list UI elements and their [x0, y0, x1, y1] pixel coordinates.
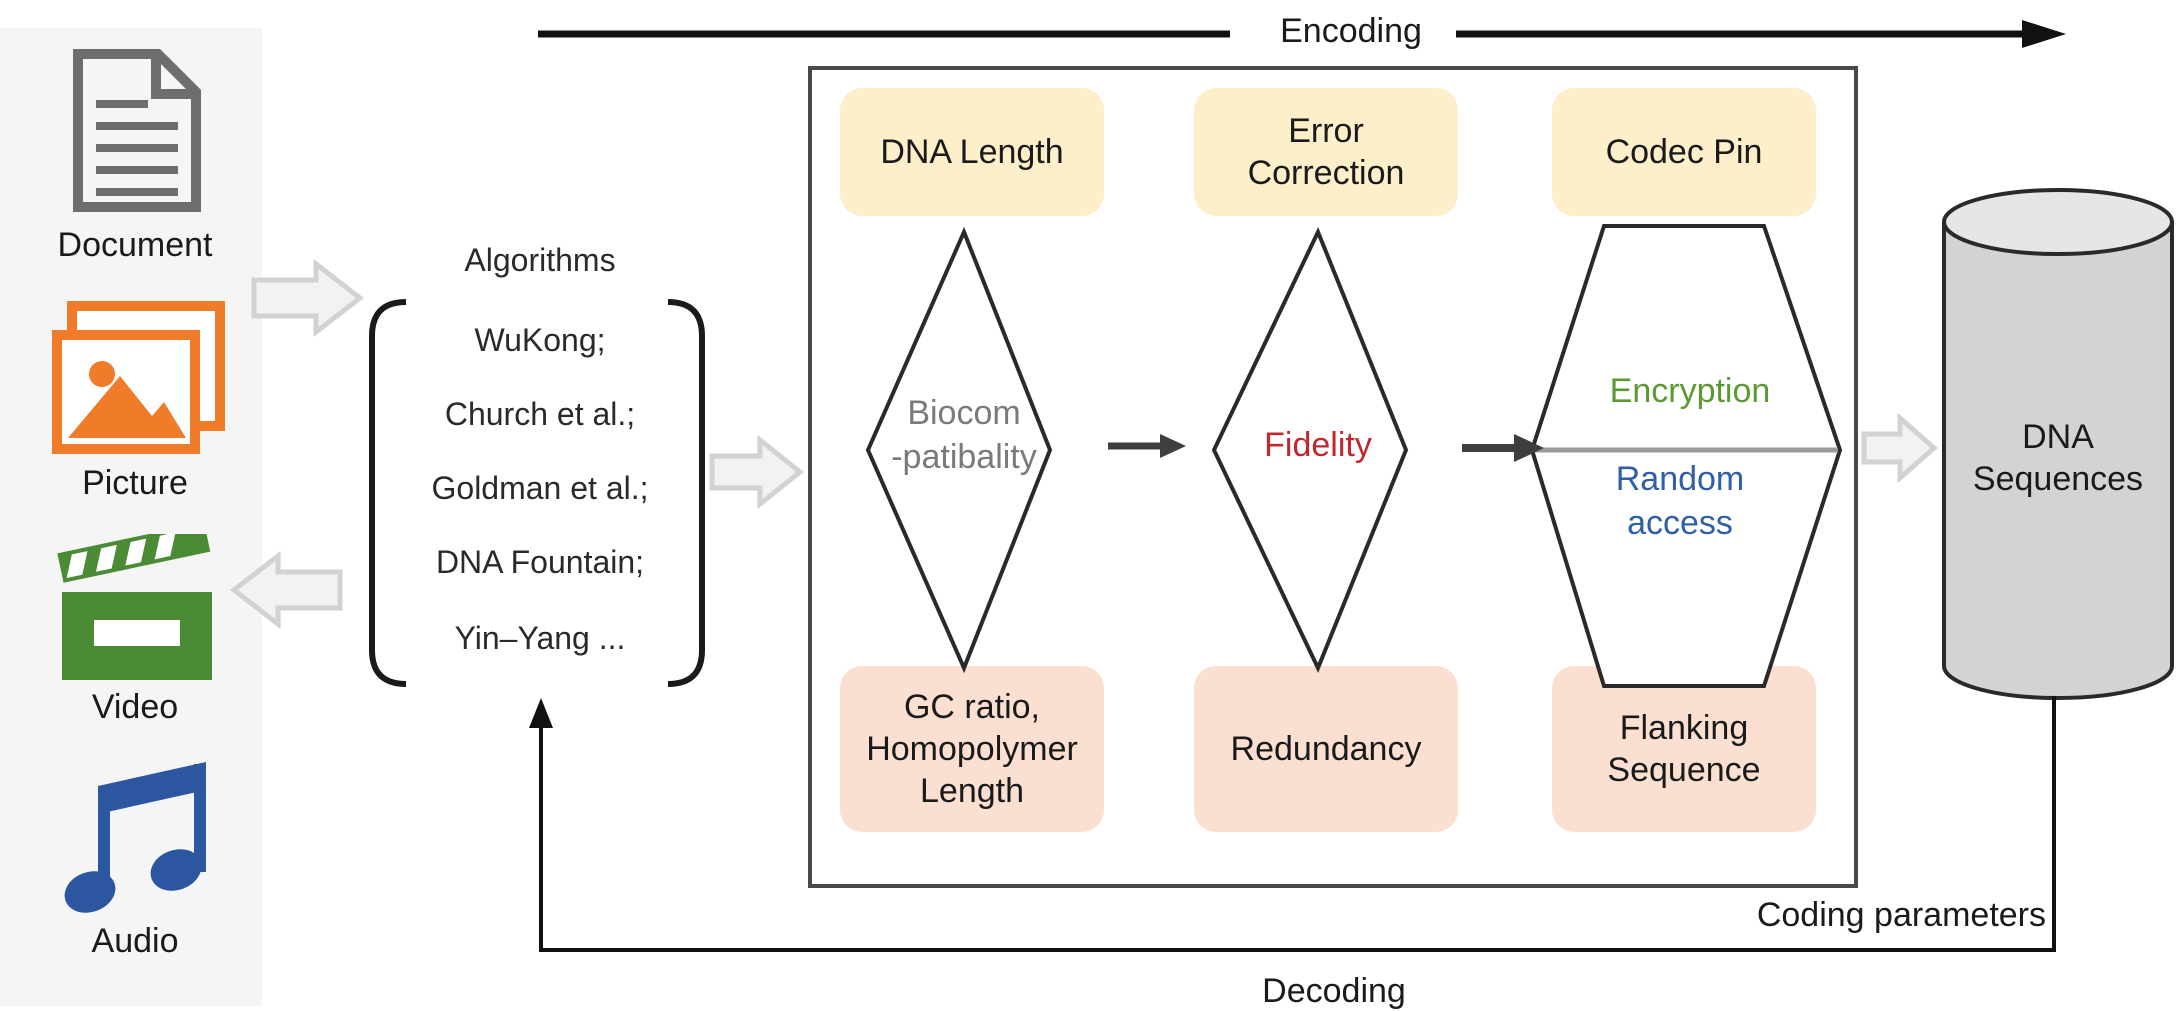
- hexagon-encryption-label: Encryption: [1609, 372, 1771, 410]
- hollow-arrow-right-icon: [709, 434, 805, 510]
- param-gc-homopolymer: GC ratio, Homopolymer Length: [840, 666, 1104, 832]
- hexagon-codec: [1529, 224, 1843, 688]
- algorithm-item: Goldman et al.;: [431, 470, 649, 506]
- algorithm-item: Church et al.;: [444, 396, 636, 432]
- music-note-icon: [64, 762, 206, 913]
- dna-sequences-cylinder: [1942, 188, 2174, 700]
- output-label-line1: DNA: [2022, 418, 2094, 456]
- encoding-arrow: [538, 20, 2066, 48]
- param-codec-pin: Codec Pin: [1552, 88, 1816, 216]
- dark-arrow-icon: [1462, 434, 1544, 462]
- input-label-picture: Picture: [82, 464, 188, 502]
- algorithm-item: Yin–Yang ...: [454, 620, 626, 656]
- diamond-biocompatibility-line1: Biocom: [907, 394, 1021, 432]
- parameter-shapes: [865, 224, 1843, 688]
- document-icon: [73, 49, 201, 212]
- param-dna-length: DNA Length: [840, 88, 1104, 216]
- diamond-biocompatibility: [865, 226, 1053, 674]
- param-error-correction: Error Correction: [1194, 88, 1458, 216]
- algorithm-item: DNA Fountain;: [435, 544, 645, 580]
- algorithm-bracket: [369, 299, 705, 687]
- decoding-label: Decoding: [1262, 972, 1406, 1010]
- hollow-arrow-right-icon: [1861, 412, 1938, 484]
- diamond-fidelity: [1211, 227, 1409, 673]
- diamond-fidelity-label: Fidelity: [1264, 426, 1372, 464]
- decoding-arrow: [529, 696, 2056, 952]
- algorithm-item: WuKong;: [474, 322, 606, 358]
- diamond-biocompatibility-line2: -patibality: [891, 438, 1037, 476]
- hollow-arrow-left-icon: [229, 550, 343, 630]
- hexagon-random-line2: access: [1627, 504, 1733, 542]
- hollow-arrow-right-icon: [251, 258, 365, 338]
- param-redundancy: Redundancy: [1194, 666, 1458, 832]
- algorithms-title: Algorithms: [464, 242, 616, 278]
- hexagon-random-line1: Random: [1615, 460, 1745, 498]
- picture-icon: [52, 301, 225, 454]
- video-clapper-icon: [57, 534, 212, 680]
- coding-parameters-label: Coding parameters: [1756, 896, 2046, 934]
- encoding-label: Encoding: [1280, 12, 1422, 50]
- output-label-line2: Sequences: [1972, 460, 2144, 498]
- input-label-document: Document: [57, 226, 213, 264]
- input-label-video: Video: [91, 688, 179, 726]
- input-label-audio: Audio: [91, 922, 179, 960]
- dark-arrow-icon: [1108, 434, 1186, 458]
- param-flanking-sequence: Flanking Sequence: [1552, 666, 1816, 832]
